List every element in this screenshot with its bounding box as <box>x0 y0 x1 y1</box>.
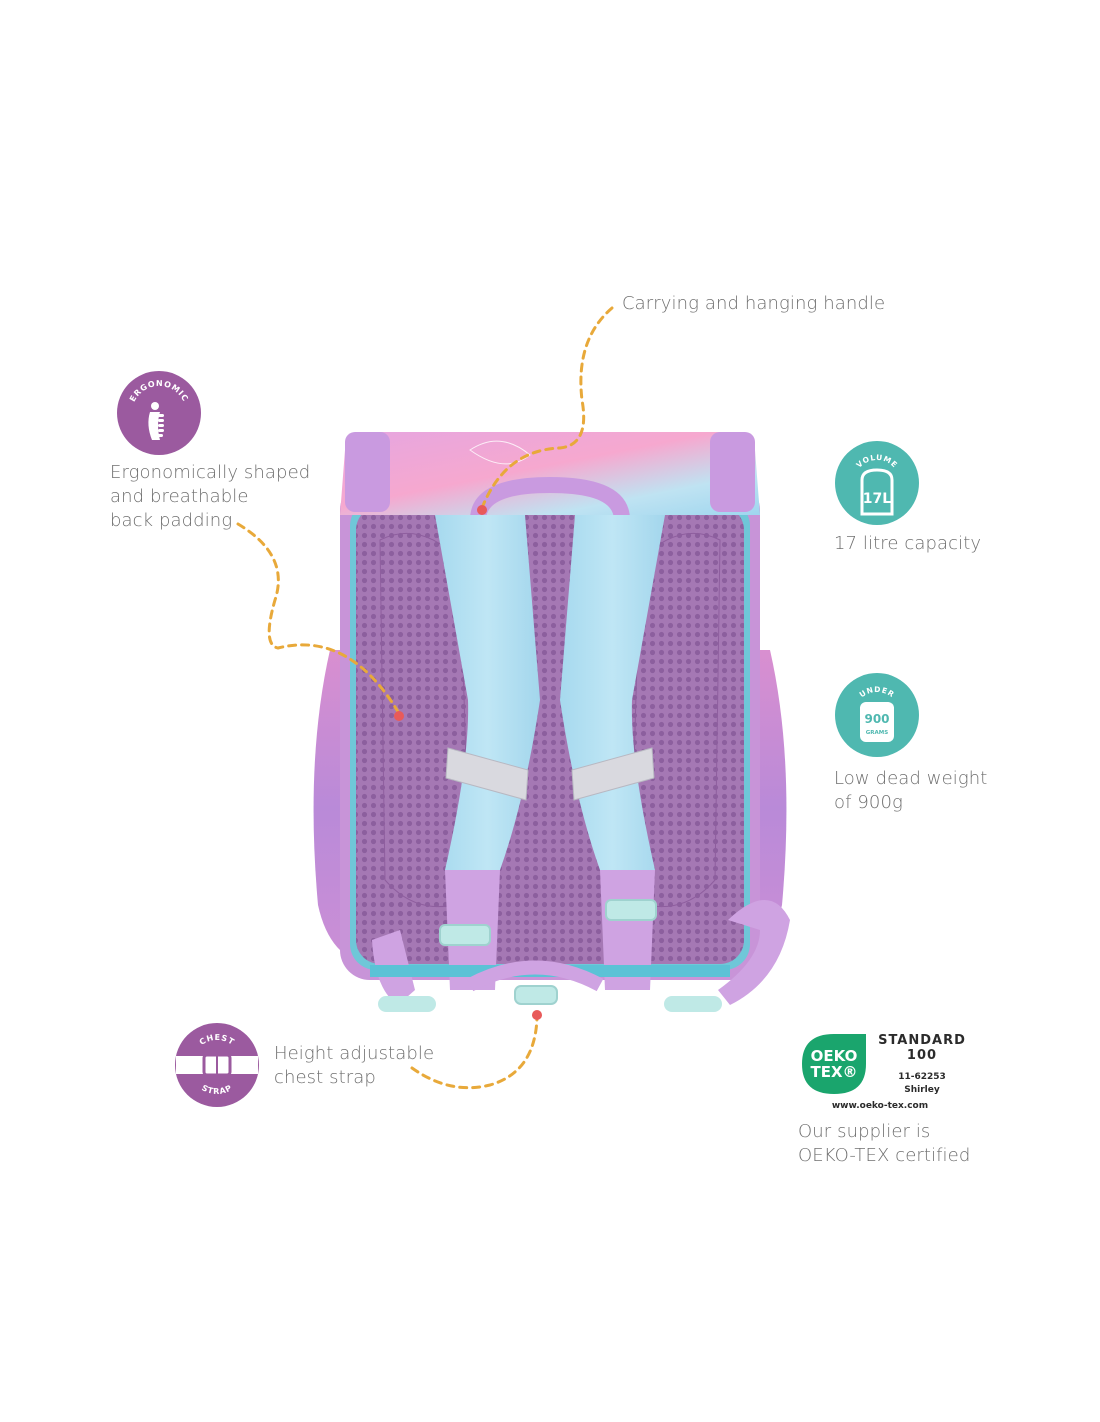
chest-badge-top-label: CHEST <box>198 1033 236 1047</box>
weight-badge: UNDER 900 GRAMS <box>835 673 919 757</box>
reflective-stripe-left <box>445 747 529 801</box>
oeko-url: www.oeko-tex.com <box>831 1101 929 1111</box>
oeko-standard-number: 100 <box>906 1048 938 1063</box>
oeko-brand-line1: OEKO <box>811 1047 858 1065</box>
weight-value: 900 <box>864 712 889 726</box>
chest-marker-dot <box>532 1010 542 1020</box>
spine-icon <box>148 402 164 440</box>
svg-text:CHEST: CHEST <box>198 1033 236 1047</box>
oeko-brand-line2: TEX® <box>810 1063 857 1081</box>
weight-badge-label: UNDER <box>858 685 896 699</box>
backpack-lid <box>340 432 760 515</box>
oeko-code: 11-62253 <box>898 1072 946 1082</box>
ergonomic-badge: ERGONOMIC <box>117 371 201 455</box>
handle-marker-dot <box>477 505 487 515</box>
back-leader-line <box>236 522 402 717</box>
handle-text: Carrying and hanging handle <box>622 293 886 314</box>
chest-badge-bottom-label: STRAP <box>200 1083 233 1096</box>
weight-text: Low dead weight of 900g <box>834 768 988 813</box>
handle-leader-line <box>480 306 614 510</box>
oeko-tex-logo: OEKO TEX® <box>802 1034 866 1094</box>
chest-leader-line <box>410 1016 539 1090</box>
weight-icon <box>860 702 894 742</box>
chest-strap-buckle <box>514 985 558 1005</box>
reflective-stripe-right <box>571 747 655 801</box>
backpack-icon <box>860 468 894 516</box>
oeko-holder: Shirley <box>904 1085 940 1095</box>
oeko-text: Our supplier is OEKO-TEX certified <box>798 1121 971 1166</box>
chest-strap-text: Height adjustable chest strap <box>274 1043 435 1088</box>
right-strap-buckle <box>605 899 657 921</box>
volume-badge: VOLUME 17L <box>835 441 919 525</box>
volume-value: 17L <box>863 491 891 507</box>
weight-unit: GRAMS <box>866 730 888 736</box>
back-padding-text: Ergonomically shaped and breathable back… <box>110 462 311 531</box>
volume-text: 17 litre capacity <box>834 533 982 554</box>
chest-strap-badge: CHEST STRAP <box>175 1023 259 1107</box>
svg-text:STRAP: STRAP <box>200 1083 234 1096</box>
back-marker-dot <box>394 711 404 721</box>
left-strap-buckle <box>439 924 491 946</box>
svg-text:UNDER: UNDER <box>858 685 897 699</box>
oeko-standard: STANDARD <box>878 1033 966 1048</box>
